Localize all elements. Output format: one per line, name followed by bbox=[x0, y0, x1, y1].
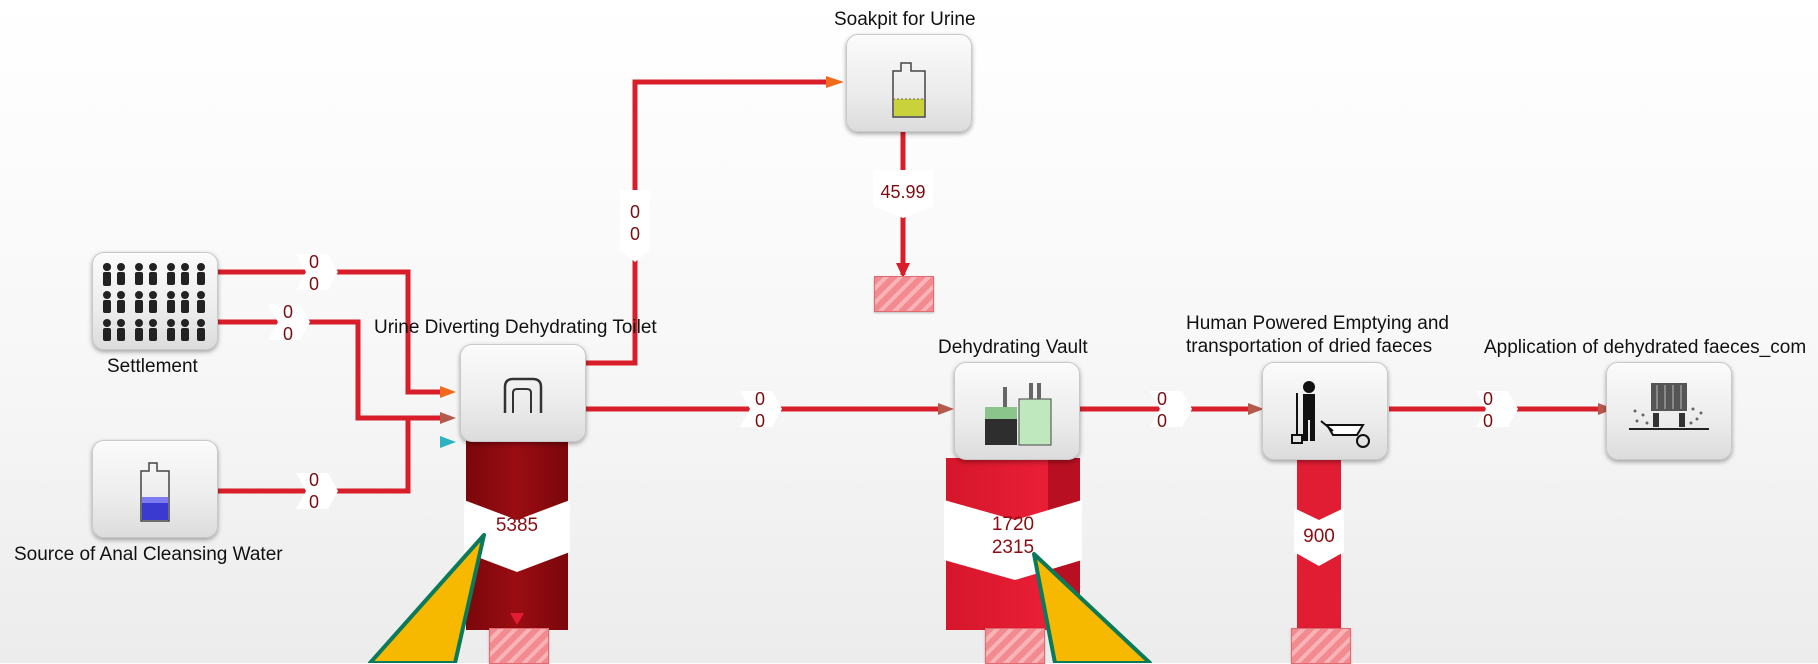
flow-value: 0 bbox=[630, 224, 640, 244]
flow-value: 0 bbox=[1483, 411, 1493, 431]
flow-value: 0 bbox=[309, 492, 319, 512]
pipe-water-uddt bbox=[218, 418, 450, 491]
node-application[interactable] bbox=[1606, 362, 1732, 460]
node-settlement[interactable] bbox=[92, 252, 218, 350]
flow-value: 0 bbox=[755, 389, 765, 409]
node-label-application: Application of dehydrated faeces_com bbox=[1484, 336, 1806, 360]
callout-pointer-uddt bbox=[370, 535, 484, 663]
flow-value: 0 bbox=[755, 411, 765, 431]
loss-stack-emptying: 900 bbox=[1294, 460, 1344, 630]
loss-stack-uddt: 5385 bbox=[464, 440, 570, 630]
flow-label-soakpit-loss: 45.99 bbox=[873, 170, 933, 218]
flow-value: 0 bbox=[309, 274, 319, 294]
node-label-uddt: Urine Diverting Dehydrating Toilet bbox=[374, 316, 657, 340]
node-label-soakpit: Soakpit for Urine bbox=[834, 8, 976, 32]
node-label-dehydrating-vault: Dehydrating Vault bbox=[938, 336, 1088, 360]
sink-emptying bbox=[1291, 628, 1351, 664]
node-label-settlement: Settlement bbox=[107, 355, 198, 379]
callout-pointer-vault bbox=[1034, 554, 1150, 663]
loss-value: 900 bbox=[1303, 526, 1335, 547]
node-uddt[interactable] bbox=[460, 344, 586, 442]
node-soakpit[interactable] bbox=[846, 34, 972, 132]
sink-uddt bbox=[489, 628, 549, 664]
sink-soakpit bbox=[874, 276, 934, 312]
flow-value: 0 bbox=[283, 324, 293, 344]
flow-value: 0 bbox=[309, 252, 319, 272]
arrowhead-vault bbox=[938, 403, 954, 415]
node-dehydrating-vault[interactable] bbox=[954, 362, 1080, 460]
flow-value: 0 bbox=[1157, 411, 1167, 431]
flow-value: 0 bbox=[1157, 389, 1167, 409]
loss-value: 2315 bbox=[992, 537, 1034, 558]
node-human-powered-emptying[interactable] bbox=[1262, 362, 1388, 460]
arrowhead-teal bbox=[440, 436, 456, 448]
flow-value: 45.99 bbox=[880, 182, 925, 202]
arrowhead-brown bbox=[440, 412, 456, 424]
arrowhead-soakpit bbox=[826, 76, 844, 88]
arrowhead-orange bbox=[440, 386, 456, 398]
flow-value: 0 bbox=[630, 202, 640, 222]
node-label-anal-cleansing-water: Source of Anal Cleansing Water bbox=[14, 543, 283, 567]
loss-value: 5385 bbox=[496, 515, 538, 536]
sink-vault bbox=[985, 628, 1045, 664]
flow-value: 0 bbox=[283, 302, 293, 322]
node-label-emptying-line1: Human Powered Emptying and bbox=[1186, 312, 1449, 336]
flow-label-soakpit: 0 0 bbox=[620, 190, 650, 262]
flow-value: 0 bbox=[1483, 389, 1493, 409]
flow-value: 0 bbox=[309, 470, 319, 490]
node-label-emptying-line2: transportation of dried faeces bbox=[1186, 335, 1432, 359]
loss-value: 1720 bbox=[992, 514, 1034, 535]
node-anal-cleansing-water[interactable] bbox=[92, 440, 218, 538]
